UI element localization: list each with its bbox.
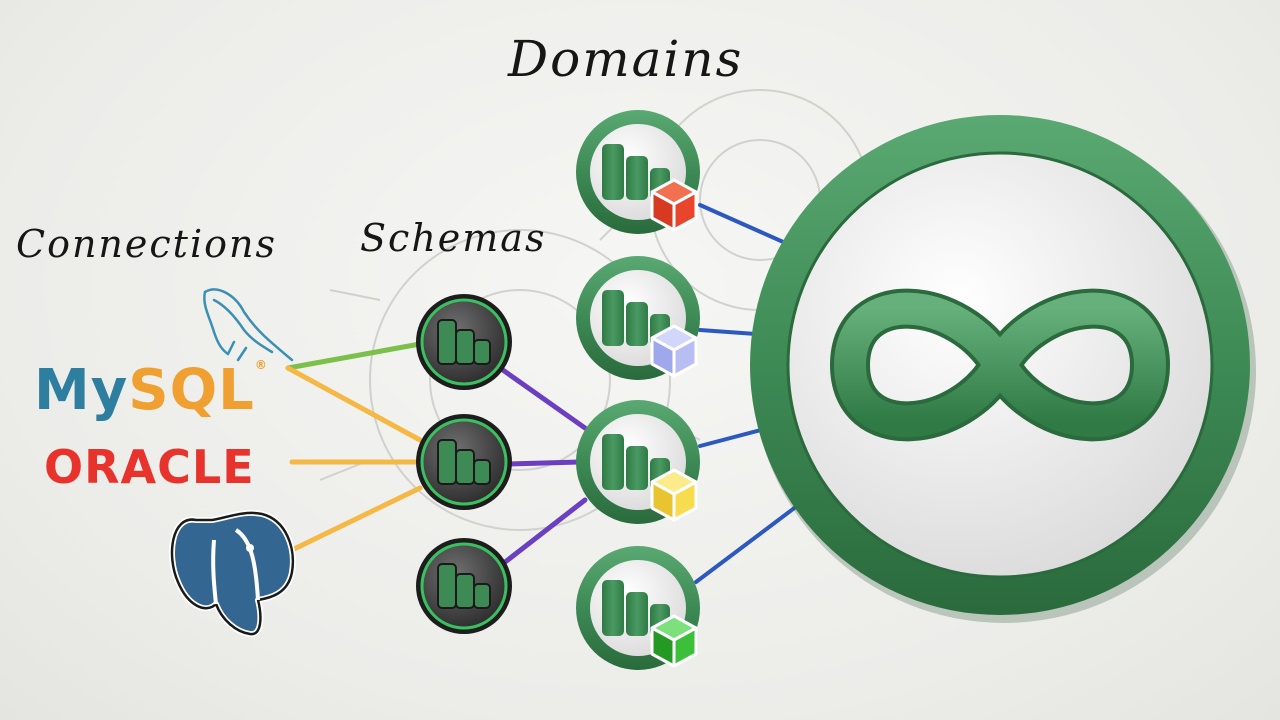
domain-node-1: [576, 110, 700, 234]
link-domain-1-hub: [698, 203, 792, 247]
mysql-logo-registered: ®: [254, 358, 268, 372]
red-cube-icon: [650, 178, 698, 232]
mysql-logo-my: My: [34, 358, 129, 423]
link-schema-3-domain-3: [497, 497, 588, 569]
mysql-logo-sql: SQL: [128, 358, 255, 423]
database-icon: [602, 580, 670, 636]
domain-node-3: [576, 400, 700, 524]
schema-node-1: [416, 294, 512, 390]
oracle-logo: ORACLE: [44, 440, 255, 494]
schemas-heading: Schemas: [360, 216, 547, 260]
schema-node-2: [416, 414, 512, 510]
domains-heading: Domains: [508, 30, 744, 88]
link-mysql-schema-1: [285, 341, 423, 371]
green-cube-icon: [650, 614, 698, 668]
database-icon: [437, 319, 491, 365]
domain-node-2: [576, 256, 700, 380]
schema-links: [497, 365, 588, 569]
mysql-dolphin-icon: [203, 288, 294, 362]
yellow-cube-icon: [650, 468, 698, 522]
infinity-hub: [750, 115, 1256, 623]
mysql-logo: MySQL®: [34, 358, 268, 423]
postgresql-elephant-icon: [169, 509, 296, 638]
link-schema-2-domain-3: [505, 459, 583, 467]
link-mysql-schema-2: [285, 365, 423, 443]
domain-node-4: [576, 546, 700, 670]
lavender-cube-icon: [650, 324, 698, 378]
link-domain-4-hub: [694, 498, 807, 584]
database-icon: [437, 563, 491, 609]
connection-links: [285, 341, 423, 553]
database-icon: [602, 434, 670, 490]
database-icon: [437, 439, 491, 485]
connections-heading: Connections: [16, 222, 277, 266]
link-postgres-schema-2: [289, 485, 423, 553]
link-schema-1-domain-3: [497, 365, 588, 431]
schema-node-3: [416, 538, 512, 634]
